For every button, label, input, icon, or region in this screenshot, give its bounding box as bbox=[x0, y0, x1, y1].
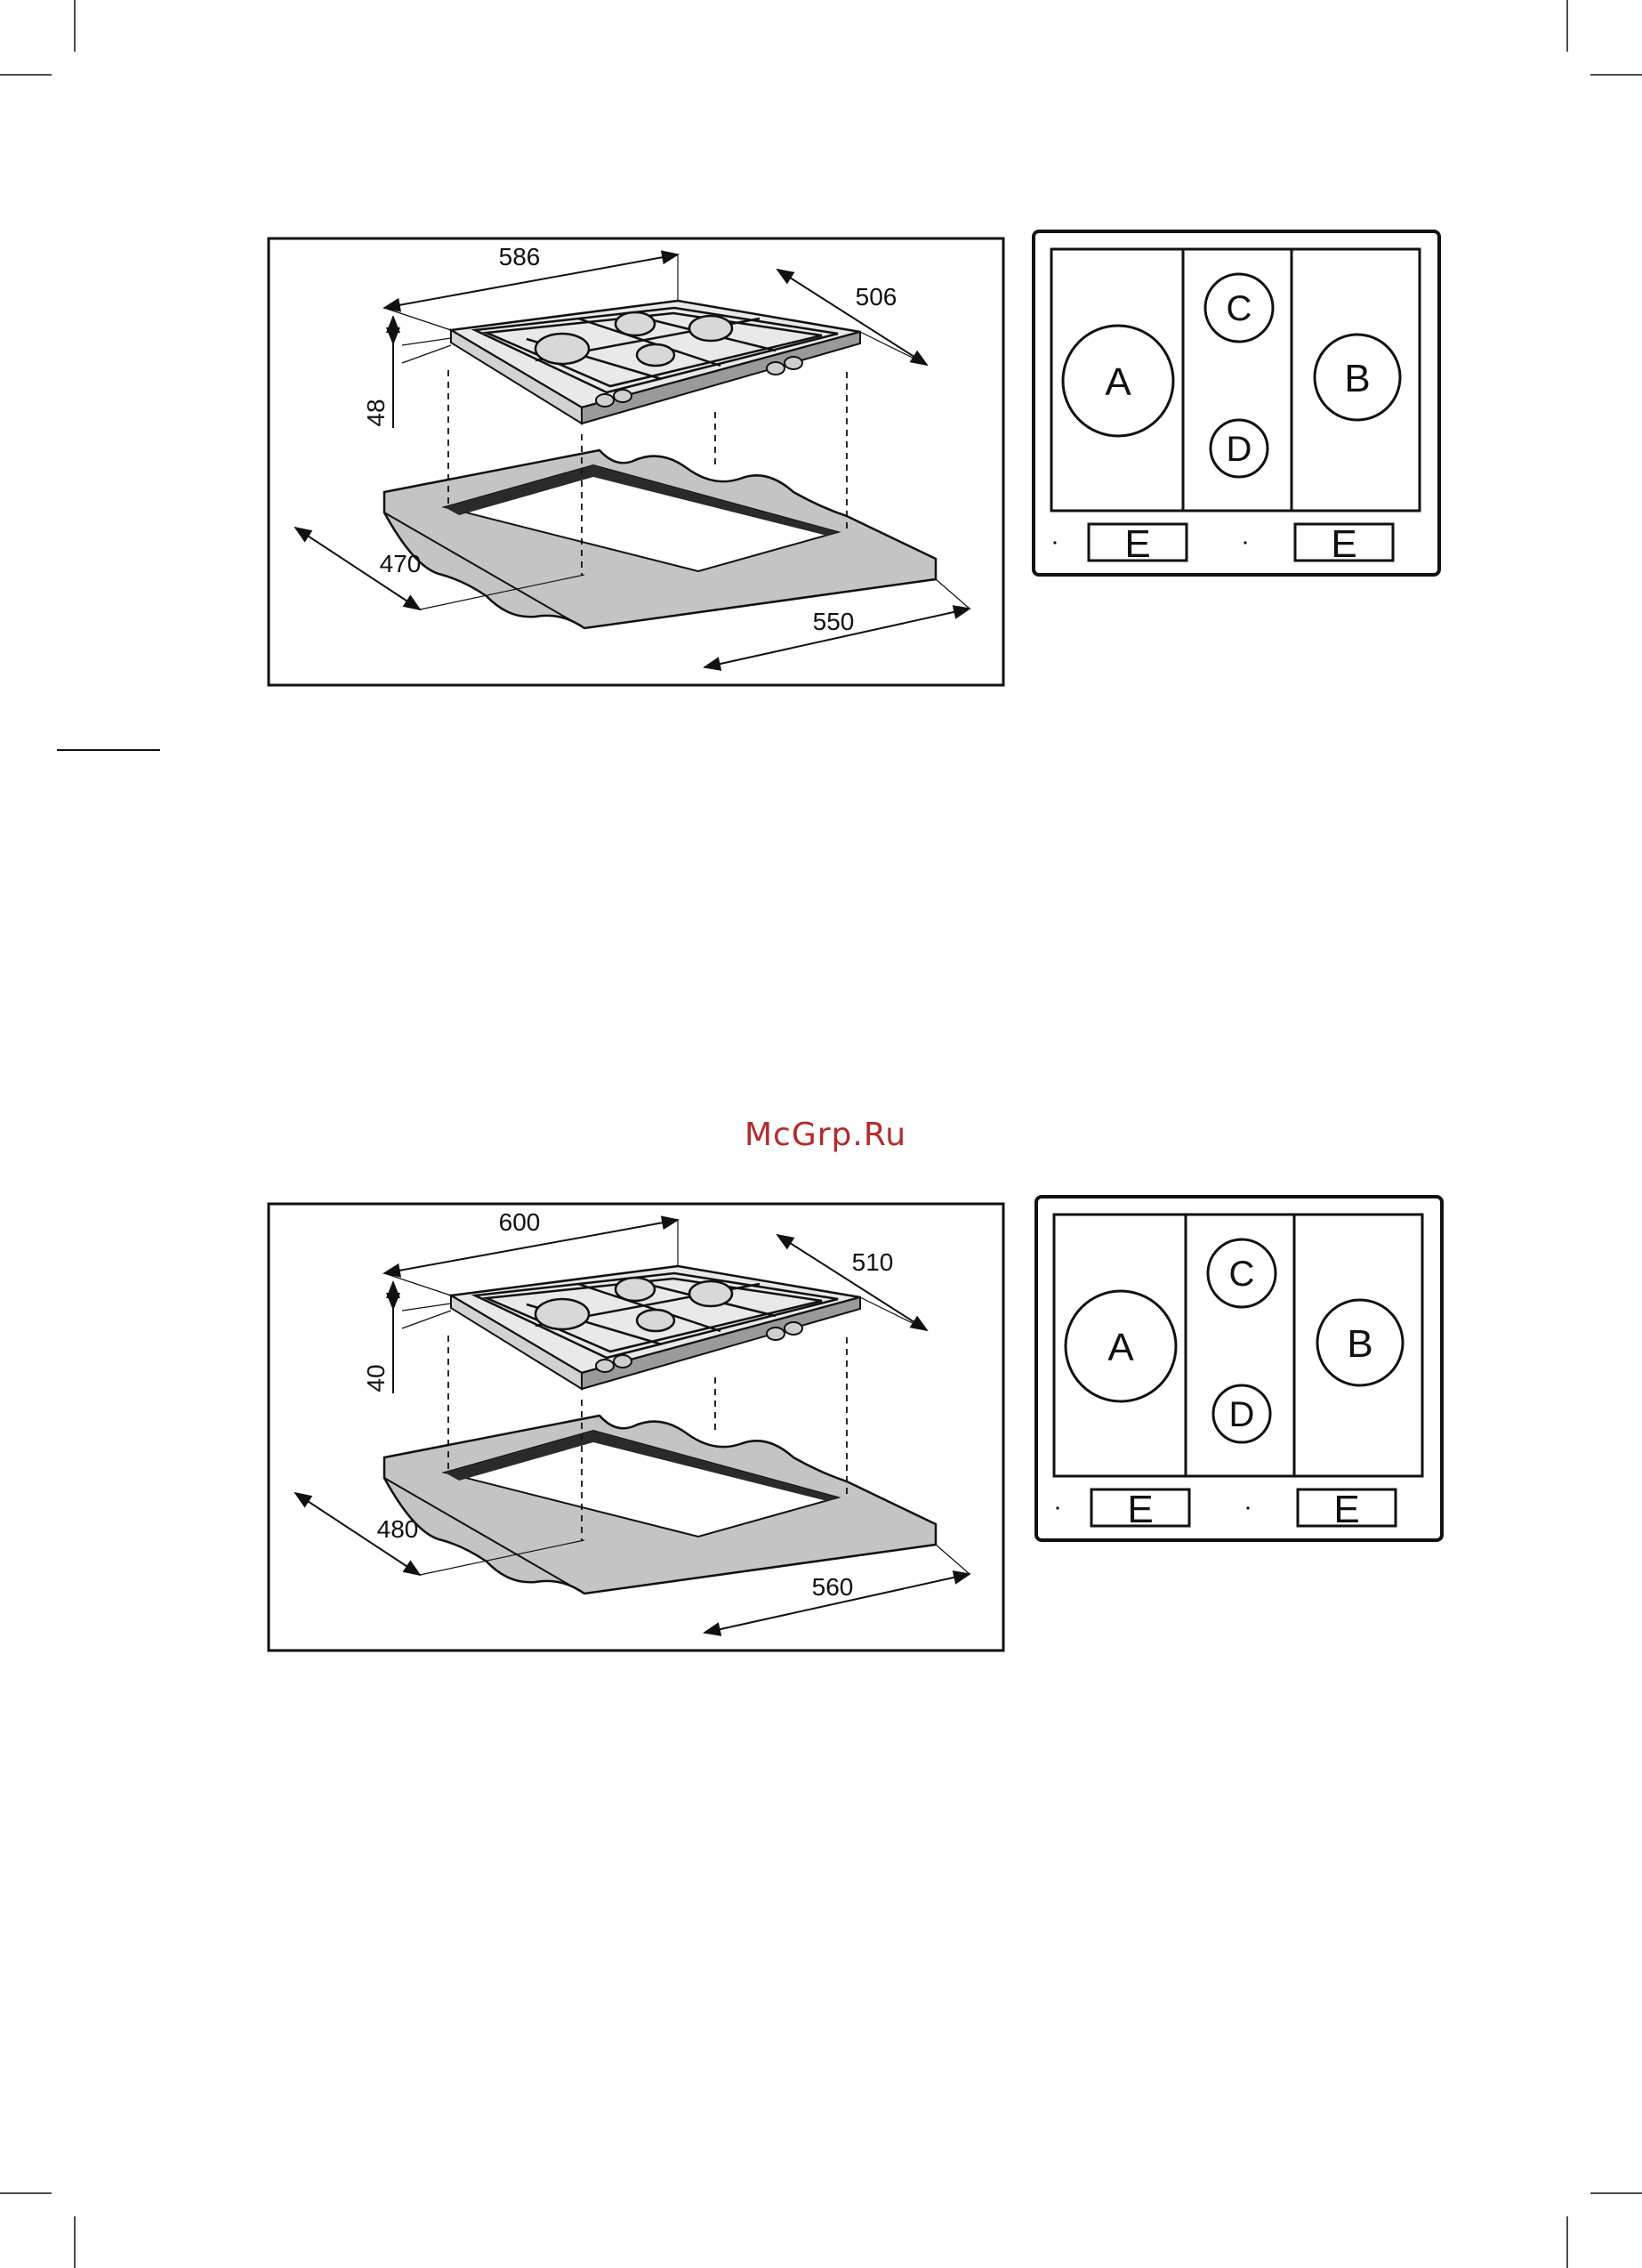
burner-zone-legend-2: A B C D E E bbox=[1036, 1197, 1442, 1540]
zone-label-d: D bbox=[1227, 430, 1252, 469]
dim-height: 40 bbox=[362, 1364, 390, 1392]
zone-label-a: A bbox=[1105, 360, 1131, 404]
zone-label-c: C bbox=[1227, 289, 1252, 328]
dim-depth: 506 bbox=[856, 283, 897, 311]
dim-cutout-width: 560 bbox=[812, 1573, 854, 1601]
zone-label-b: B bbox=[1347, 1322, 1372, 1366]
zone-label-b: B bbox=[1344, 357, 1370, 400]
zone-outline bbox=[1036, 1197, 1442, 1540]
dim-width: 600 bbox=[499, 1208, 541, 1236]
burner-zone-legend-1: A B C D E E bbox=[1034, 231, 1439, 575]
zone-label-e-left: E bbox=[1124, 522, 1150, 566]
zone-label-d: D bbox=[1229, 1395, 1255, 1434]
dim-cutout-depth: 480 bbox=[377, 1515, 419, 1543]
dim-depth: 510 bbox=[852, 1248, 894, 1276]
zone-label-e-right: E bbox=[1331, 522, 1356, 566]
watermark: McGrp.Ru bbox=[745, 1117, 906, 1153]
dim-height: 48 bbox=[362, 399, 390, 426]
installation-diagram-1: 586 506 48 470 550 bbox=[269, 238, 1003, 685]
dim-cutout-width: 550 bbox=[813, 608, 855, 635]
zone-label-c: C bbox=[1229, 1255, 1255, 1294]
zone-label-a: A bbox=[1107, 1326, 1134, 1369]
zone-outline bbox=[1034, 231, 1439, 575]
zone-label-e-right: E bbox=[1333, 1488, 1359, 1531]
zone-label-e-left: E bbox=[1127, 1488, 1153, 1531]
dim-cutout-depth: 470 bbox=[380, 550, 422, 577]
dim-width: 586 bbox=[499, 243, 541, 270]
installation-diagram-2: 600 510 40 480 560 bbox=[269, 1204, 1003, 1651]
